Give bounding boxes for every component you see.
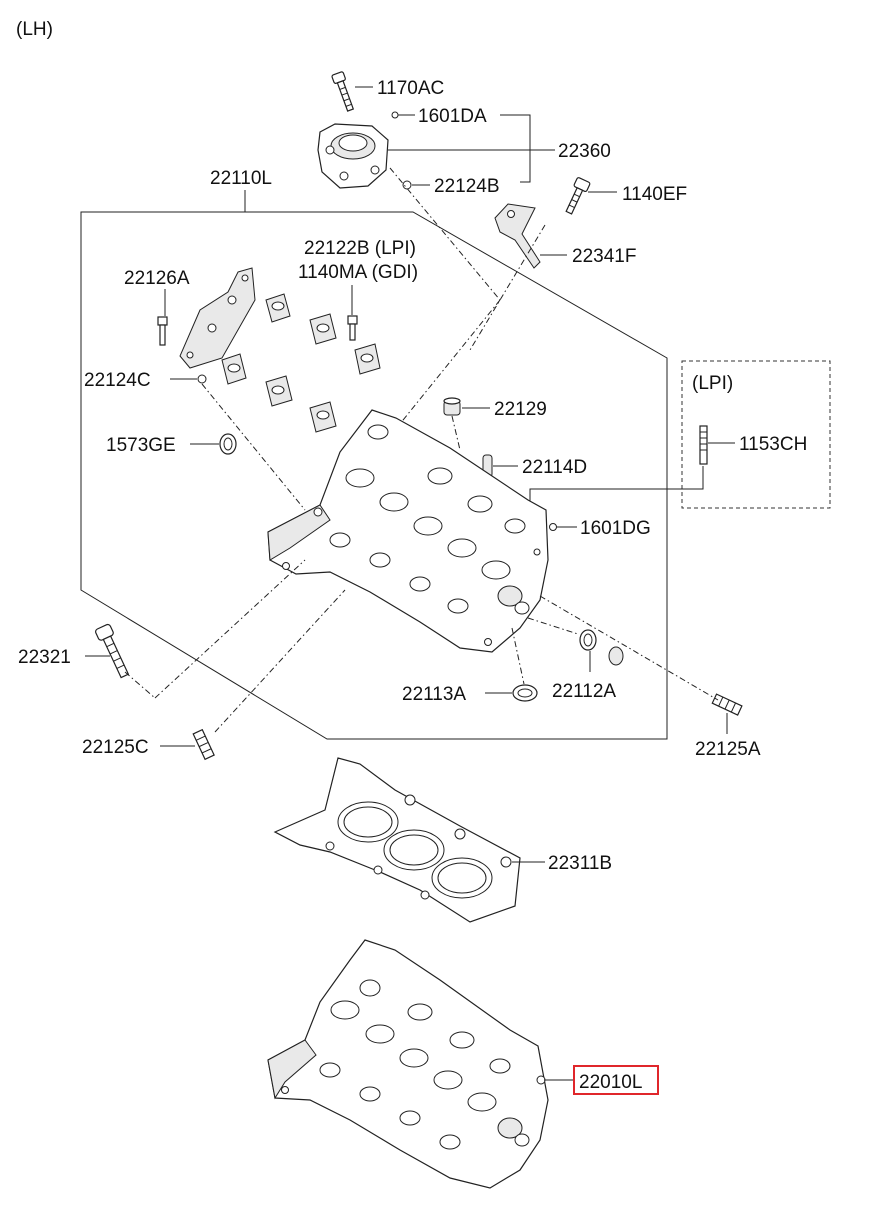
label-1140EF: 1140EF — [622, 184, 687, 205]
cylinder-head-22010L — [267, 939, 549, 1189]
label-22010L: 22010L — [579, 1072, 642, 1093]
label-22360: 22360 — [558, 141, 611, 162]
label-1170AC: 1170AC — [377, 78, 444, 99]
label-22112A: 22112A — [552, 681, 616, 702]
label-22124C: 22124C — [84, 370, 151, 391]
label-1601DG: 1601DG — [580, 518, 651, 539]
stud-1153CH — [699, 425, 708, 465]
variant-label: (LH) — [16, 19, 53, 40]
cam-cap-4 — [354, 343, 381, 375]
label-22311B: 22311B — [548, 853, 612, 874]
label-22129: 22129 — [494, 399, 547, 420]
assembly-outline — [80, 211, 668, 740]
cam-cap-6 — [309, 401, 337, 433]
lpi-box-title: (LPI) — [692, 373, 733, 394]
label-22125A: 22125A — [695, 739, 761, 760]
label-22125C: 22125C — [82, 737, 149, 758]
water-outlet-22360 — [317, 123, 389, 189]
bolt-22126A — [157, 316, 168, 346]
label-1573GE: 1573GE — [106, 435, 176, 456]
lpi-box — [681, 360, 831, 509]
label-22110L: 22110L — [210, 168, 272, 189]
bolt-22122B — [347, 315, 358, 341]
label-22126A: 22126A — [124, 268, 190, 289]
cylinder-head-assembly — [267, 409, 549, 653]
bolt-22321 — [95, 623, 130, 679]
label-1601DA: 1601DA — [418, 106, 487, 127]
label-22341F: 22341F — [572, 246, 636, 267]
plug-22129 — [443, 397, 461, 416]
cam-cap-2 — [309, 313, 337, 345]
cam-cap-3 — [221, 353, 247, 385]
bolt-1140EF — [565, 177, 591, 215]
stud-22125A — [711, 693, 743, 716]
label-22114D: 22114D — [522, 457, 587, 478]
cam-cap-front — [179, 267, 256, 369]
label-22122B: 22122B (LPI) — [304, 238, 416, 259]
bracket-22341F — [494, 203, 541, 269]
label-1153CH: 1153CH — [739, 434, 807, 455]
cam-cap-1 — [265, 293, 291, 323]
label-22113A: 22113A — [402, 684, 466, 705]
label-22321: 22321 — [18, 647, 71, 668]
label-22124B: 22124B — [434, 176, 500, 197]
cam-cap-5 — [265, 375, 293, 407]
highlight-22010L — [573, 1065, 659, 1095]
stud-22125C — [192, 728, 215, 761]
label-1140MA: 1140MA (GDI) — [298, 262, 418, 283]
head-gasket-22311B — [273, 757, 521, 923]
bolt-1170AC — [331, 71, 355, 112]
